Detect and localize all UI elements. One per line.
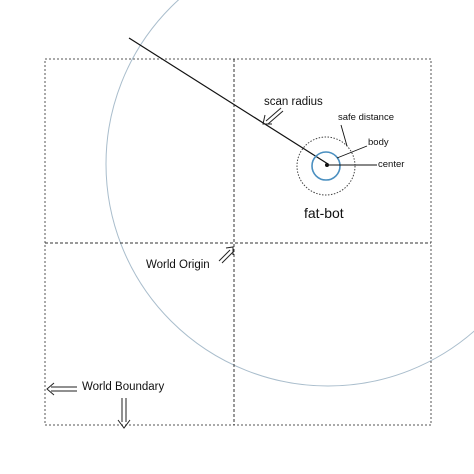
- center-dot: [325, 163, 329, 167]
- world-origin-label: World Origin: [146, 259, 210, 271]
- scan-radius-circle: [105, 0, 474, 387]
- world-boundary-down-arrow: [117, 398, 131, 429]
- world-boundary-left-arrow: [46, 382, 77, 396]
- body-label: body: [368, 137, 389, 148]
- body-circle: [311, 151, 341, 181]
- scan-radius-label: scan radius: [264, 96, 323, 108]
- safe-distance-circle: [296, 136, 356, 196]
- world-origin-arrow: [218, 246, 234, 264]
- world-boundary-rect: [44, 58, 432, 426]
- bot-name-label: fat-bot: [304, 205, 344, 221]
- scan-radius-arrow: [262, 107, 284, 125]
- safe-distance-leader: [340, 124, 348, 147]
- center-label: center: [378, 159, 405, 170]
- body-leader: [336, 145, 368, 159]
- scan-radius-line: [128, 37, 329, 165]
- safe-distance-label: safe distance: [338, 112, 394, 123]
- world-boundary-label: World Boundary: [82, 381, 165, 393]
